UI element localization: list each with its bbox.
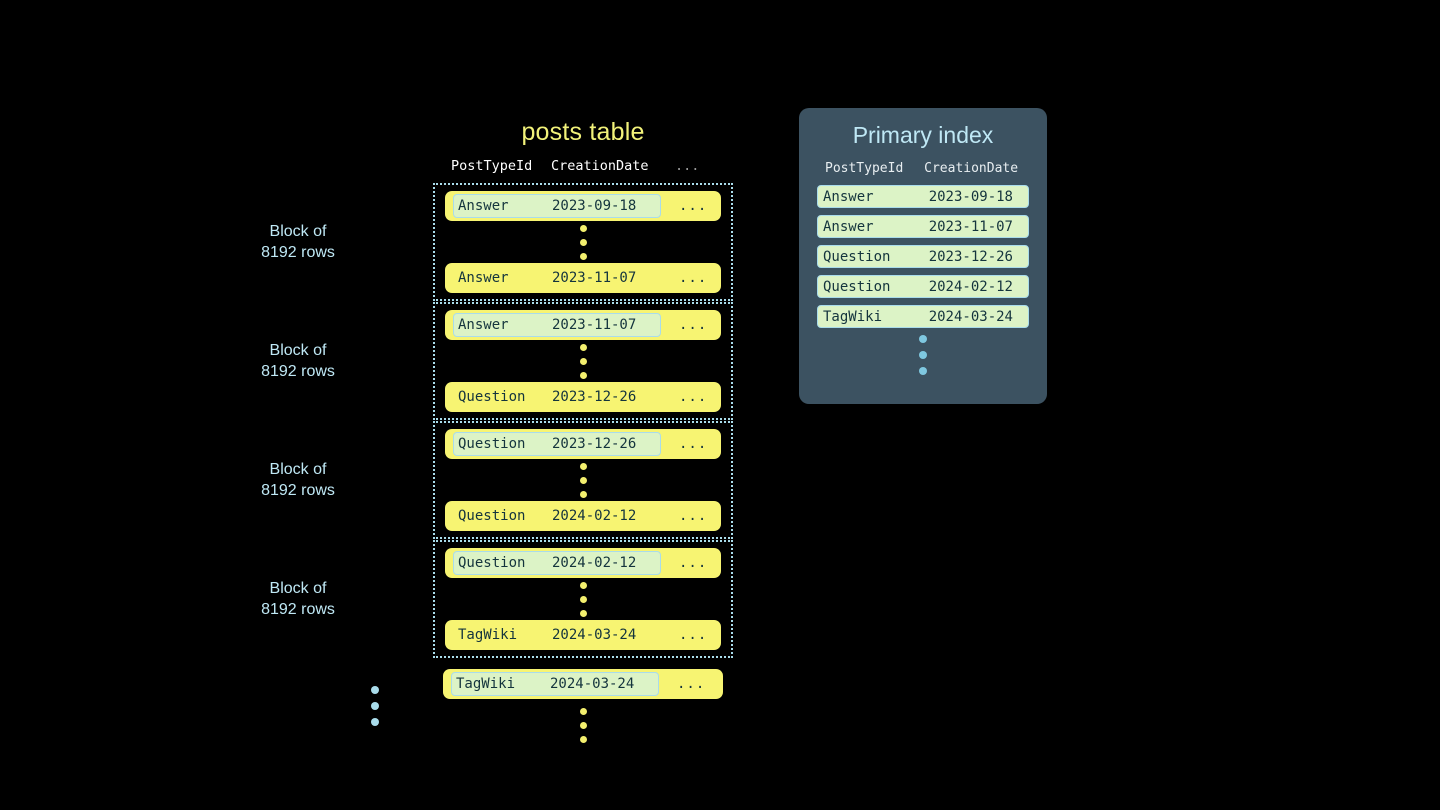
table-block: Block of 8192 rows Answer 2023-09-18 ...… [261, 183, 733, 301]
index-row: Question 2023-12-26 [817, 245, 1029, 268]
row-indexed-cells: Question 2024-02-12 [453, 551, 661, 575]
block-label-line-2: 8192 rows [261, 482, 335, 499]
index-cell-creation-date: 2024-02-12 [928, 278, 1013, 295]
cell-creation-date: 2023-11-07 [552, 317, 637, 333]
cell-creation-date: 2023-11-07 [552, 270, 637, 286]
index-cell-post-type-id: Question [823, 278, 891, 295]
row-cells: Answer 2023-11-07 [453, 266, 661, 290]
vertical-ellipsis-icon [433, 708, 733, 743]
cell-creation-date: 2023-12-26 [552, 389, 637, 405]
table-block: Block of 8192 rows Question 2024-02-12 .… [261, 540, 733, 658]
index-cell-post-type-id: Question [823, 248, 891, 265]
cell-more-ellipsis: ... [679, 389, 708, 405]
cell-more-ellipsis: ... [679, 198, 708, 214]
row-cells: Question 2023-12-26 [453, 385, 661, 409]
table-row: Question 2023-12-26 ... [445, 429, 721, 459]
index-row: Answer 2023-11-07 [817, 215, 1029, 238]
table-row: Question 2024-02-12 ... [445, 501, 721, 531]
column-header-post-type-id: PostTypeId [451, 158, 533, 174]
column-header-creation-date: CreationDate [551, 158, 649, 174]
cell-creation-date: 2024-03-24 [550, 676, 635, 692]
block-label: Block of 8192 rows [218, 578, 378, 620]
cell-more-ellipsis: ... [679, 317, 708, 333]
row-cells: TagWiki 2024-03-24 [453, 623, 661, 647]
block-label-line-1: Block of [269, 342, 327, 359]
index-cell-post-type-id: TagWiki [823, 308, 883, 325]
row-indexed-cells: TagWiki 2024-03-24 [451, 672, 659, 696]
block-label-line-2: 8192 rows [261, 601, 335, 618]
index-column-header-post-type-id: PostTypeId [825, 161, 904, 176]
cell-creation-date: 2024-02-12 [552, 508, 637, 524]
block-label-line-1: Block of [269, 580, 327, 597]
cell-post-type-id: Answer [458, 198, 509, 214]
block-label-line-1: Block of [269, 223, 327, 240]
index-row: Question 2024-02-12 [817, 275, 1029, 298]
table-block: Block of 8192 rows Question 2023-12-26 .… [261, 421, 733, 539]
table-row: TagWiki 2024-03-24 ... [443, 669, 723, 699]
cell-more-ellipsis: ... [679, 508, 708, 524]
row-indexed-cells: Answer 2023-09-18 [453, 194, 661, 218]
table-row: Question 2023-12-26 ... [445, 382, 721, 412]
cell-more-ellipsis: ... [679, 436, 708, 452]
cell-more-ellipsis: ... [679, 270, 708, 286]
table-row: Answer 2023-11-07 ... [445, 310, 721, 340]
row-indexed-cells: Answer 2023-11-07 [453, 313, 661, 337]
index-cell-creation-date: 2023-12-26 [928, 248, 1013, 265]
cell-post-type-id: Question [458, 508, 526, 524]
index-cell-creation-date: 2023-11-07 [928, 218, 1013, 235]
row-cells: Question 2024-02-12 [453, 504, 661, 528]
column-header-more-ellipsis: ... [675, 158, 700, 174]
cell-creation-date: 2024-02-12 [552, 555, 637, 571]
cell-post-type-id: Answer [458, 317, 509, 333]
index-vertical-ellipsis-icon [817, 335, 1029, 375]
primary-index-title: Primary index [852, 122, 994, 148]
index-row: TagWiki 2024-03-24 [817, 305, 1029, 328]
cell-post-type-id: TagWiki [458, 627, 518, 643]
table-row: Question 2024-02-12 ... [445, 548, 721, 578]
more-blocks-ellipsis-icon [371, 686, 379, 726]
index-row: Answer 2023-09-18 [817, 185, 1029, 208]
cell-more-ellipsis: ... [679, 555, 708, 571]
vertical-ellipsis-icon [435, 340, 731, 382]
index-cell-creation-date: 2023-09-18 [928, 188, 1013, 205]
vertical-ellipsis-icon [435, 221, 731, 263]
table-row: Answer 2023-11-07 ... [445, 263, 721, 293]
block-label: Block of 8192 rows [218, 459, 378, 501]
index-column-header-creation-date: CreationDate [924, 161, 1019, 176]
cell-post-type-id: TagWiki [456, 676, 516, 692]
table-row: Answer 2023-09-18 ... [445, 191, 721, 221]
block-label-line-2: 8192 rows [261, 363, 335, 380]
block-label-line-2: 8192 rows [261, 244, 335, 261]
cell-more-ellipsis: ... [679, 627, 708, 643]
primary-index-panel: Primary index PostTypeId CreationDate An… [799, 108, 1047, 404]
cell-post-type-id: Question [458, 436, 526, 452]
index-cell-post-type-id: Answer [823, 218, 874, 235]
cell-creation-date: 2024-03-24 [552, 627, 637, 643]
cell-post-type-id: Question [458, 389, 526, 405]
cell-post-type-id: Question [458, 555, 526, 571]
block-label: Block of 8192 rows [218, 340, 378, 382]
primary-index-column-headers: PostTypeId CreationDate [817, 161, 1029, 176]
cell-more-ellipsis: ... [677, 676, 706, 692]
cell-creation-date: 2023-12-26 [552, 436, 637, 452]
posts-table-title: posts table [521, 118, 645, 146]
trailing-row-container: TagWiki 2024-03-24 ... [433, 669, 733, 743]
posts-table-column-headers: PostTypeId CreationDate ... [433, 157, 733, 175]
index-cell-creation-date: 2024-03-24 [928, 308, 1013, 325]
row-indexed-cells: Question 2023-12-26 [453, 432, 661, 456]
table-row: TagWiki 2024-03-24 ... [445, 620, 721, 650]
table-block: Block of 8192 rows Answer 2023-11-07 ...… [261, 302, 733, 420]
vertical-ellipsis-icon [435, 578, 731, 620]
cell-creation-date: 2023-09-18 [552, 198, 637, 214]
vertical-ellipsis-icon [435, 459, 731, 501]
posts-table-diagram: posts table PostTypeId CreationDate ... … [261, 118, 733, 743]
cell-post-type-id: Answer [458, 270, 509, 286]
block-label: Block of 8192 rows [218, 221, 378, 263]
block-label-line-1: Block of [269, 461, 327, 478]
index-cell-post-type-id: Answer [823, 188, 874, 205]
